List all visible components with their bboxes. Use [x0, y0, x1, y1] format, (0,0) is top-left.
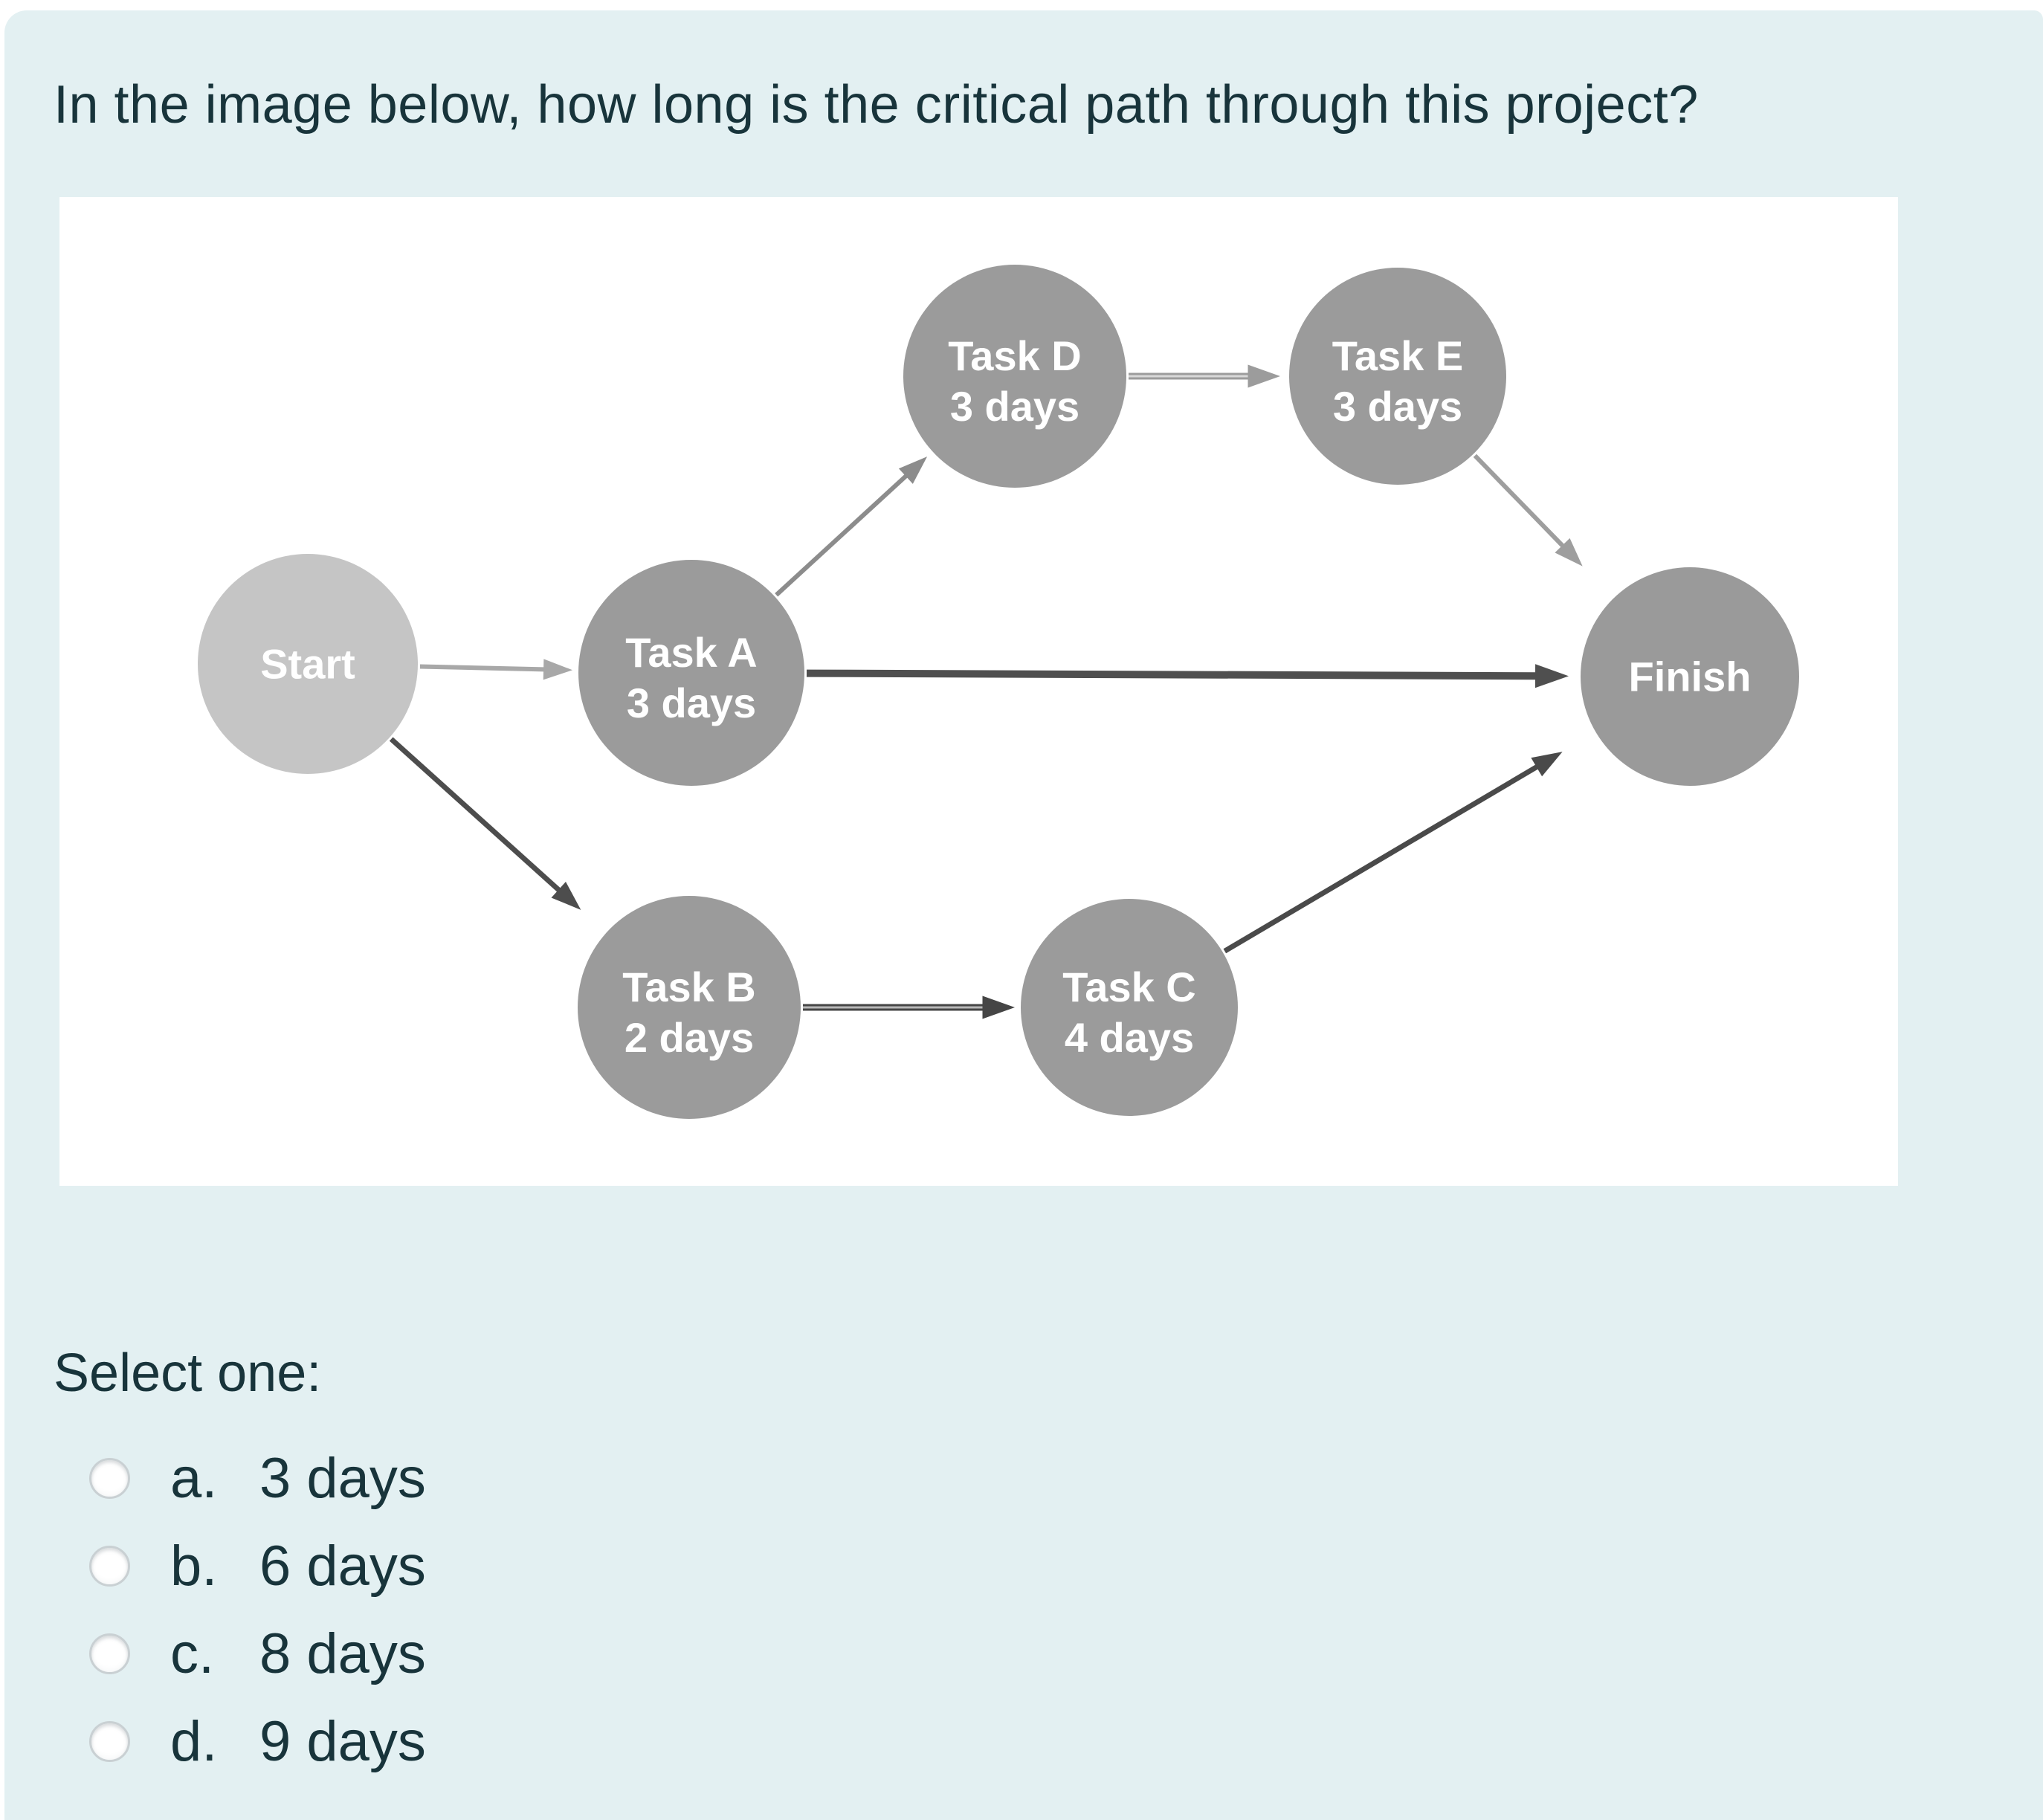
radio-button-d[interactable] — [89, 1720, 130, 1762]
edge-task_a-finish — [806, 669, 1540, 680]
arrowhead-task_b-task_c — [982, 995, 1015, 1019]
answer-option-d[interactable]: d. 9 days — [89, 1697, 1279, 1785]
arrowhead-task_a-finish — [1534, 664, 1569, 688]
svg-text:Task D3 days: Task D3 days — [948, 332, 1081, 430]
option-label[interactable]: 6 days — [259, 1534, 426, 1598]
arrowhead-task_e-finish — [1555, 538, 1583, 567]
arrowhead-start-task_a — [543, 659, 573, 680]
option-letter[interactable]: b. — [170, 1534, 218, 1598]
edge-task_e-finish — [1473, 454, 1567, 550]
svg-text:Task C4 days: Task C4 days — [1062, 964, 1195, 1061]
svg-text:Task A3 days: Task A3 days — [625, 629, 757, 726]
answer-option-c[interactable]: c. 8 days — [89, 1610, 1279, 1697]
arrowhead-task_d-task_e — [1248, 364, 1280, 388]
radio-button-a[interactable] — [89, 1457, 130, 1499]
arrowhead-task_c-finish — [1531, 752, 1563, 777]
option-letter[interactable]: c. — [170, 1621, 215, 1685]
option-letter[interactable]: a. — [170, 1446, 218, 1510]
svg-text:Task E3 days: Task E3 days — [1332, 332, 1463, 430]
edge-start-task_b — [389, 737, 564, 895]
select-one-label: Select one: — [54, 1343, 322, 1403]
edge-start-task_a — [419, 664, 548, 672]
svg-text:Task B2 days: Task B2 days — [622, 964, 755, 1061]
radio-button-c[interactable] — [89, 1633, 130, 1674]
answer-option-b[interactable]: b. 6 days — [89, 1522, 1279, 1610]
option-label[interactable]: 8 days — [259, 1621, 426, 1685]
svg-text:Finish: Finish — [1629, 654, 1752, 700]
option-letter[interactable]: d. — [170, 1709, 218, 1773]
arrowhead-task_a-task_d — [898, 456, 928, 484]
node-finish: Finish — [1581, 567, 1799, 786]
question-text: In the image below, how long is the crit… — [54, 75, 1699, 135]
radio-button-b[interactable] — [89, 1545, 130, 1587]
option-label[interactable]: 9 days — [259, 1709, 426, 1773]
edge-task_c-finish — [1223, 762, 1542, 954]
answer-options: a. 3 days b. 6 days c. 8 days d. 9 days — [89, 1434, 1279, 1785]
edge-task_a-task_d — [775, 471, 911, 597]
svg-text:Start: Start — [260, 641, 355, 688]
option-label[interactable]: 3 days — [259, 1446, 426, 1510]
arrowhead-start-task_b — [551, 881, 581, 910]
node-start: Start — [198, 554, 418, 774]
answer-option-a[interactable]: a. 3 days — [89, 1434, 1279, 1522]
